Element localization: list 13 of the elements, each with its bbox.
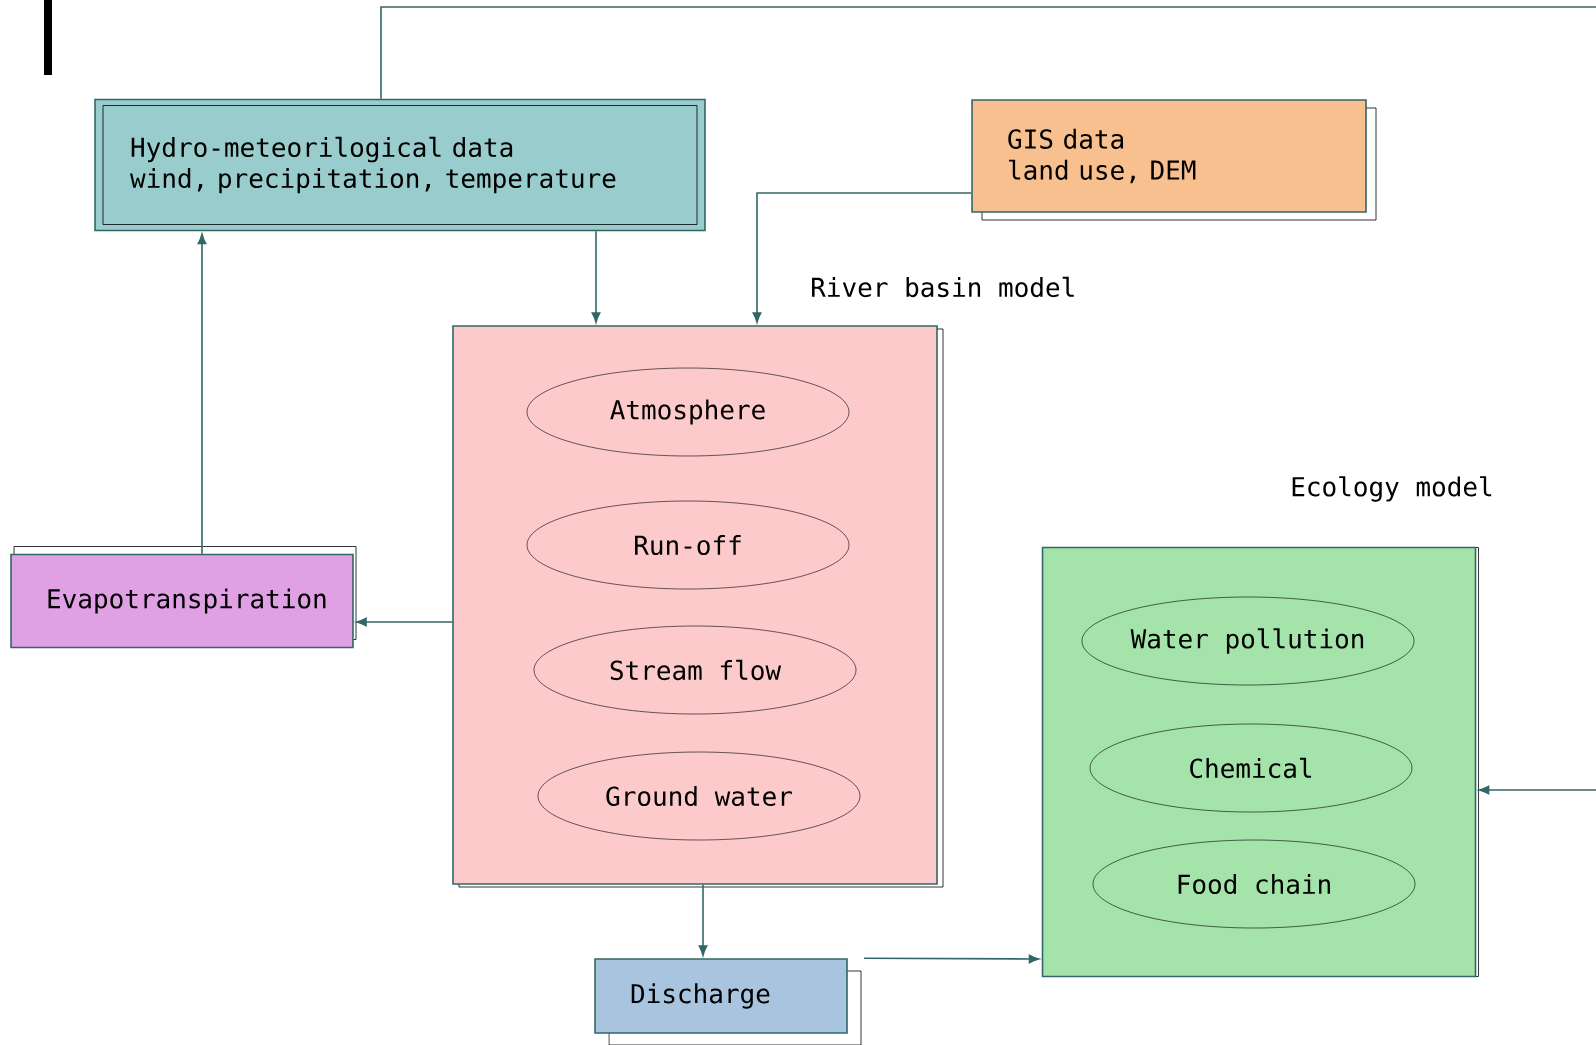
data-box: Hydro-meteorilogical data wind, precipitation, temperature bbox=[94, 98, 706, 232]
arrow bbox=[356, 617, 453, 627]
node-label: River basin model bbox=[812, 276, 1074, 298]
arrow bbox=[698, 884, 708, 956]
data-box: GIS data land use, DEM bbox=[971, 99, 1377, 221]
process-box: Evapotranspiration bbox=[10, 546, 357, 649]
node-label: Ecology model bbox=[1292, 476, 1492, 502]
arrow bbox=[591, 230, 601, 323]
arrow bbox=[380, 6, 1596, 795]
arrow bbox=[197, 233, 207, 555]
arrow bbox=[752, 192, 972, 323]
arrow bbox=[863, 954, 1040, 964]
output-box: Discharge bbox=[594, 958, 862, 1045]
